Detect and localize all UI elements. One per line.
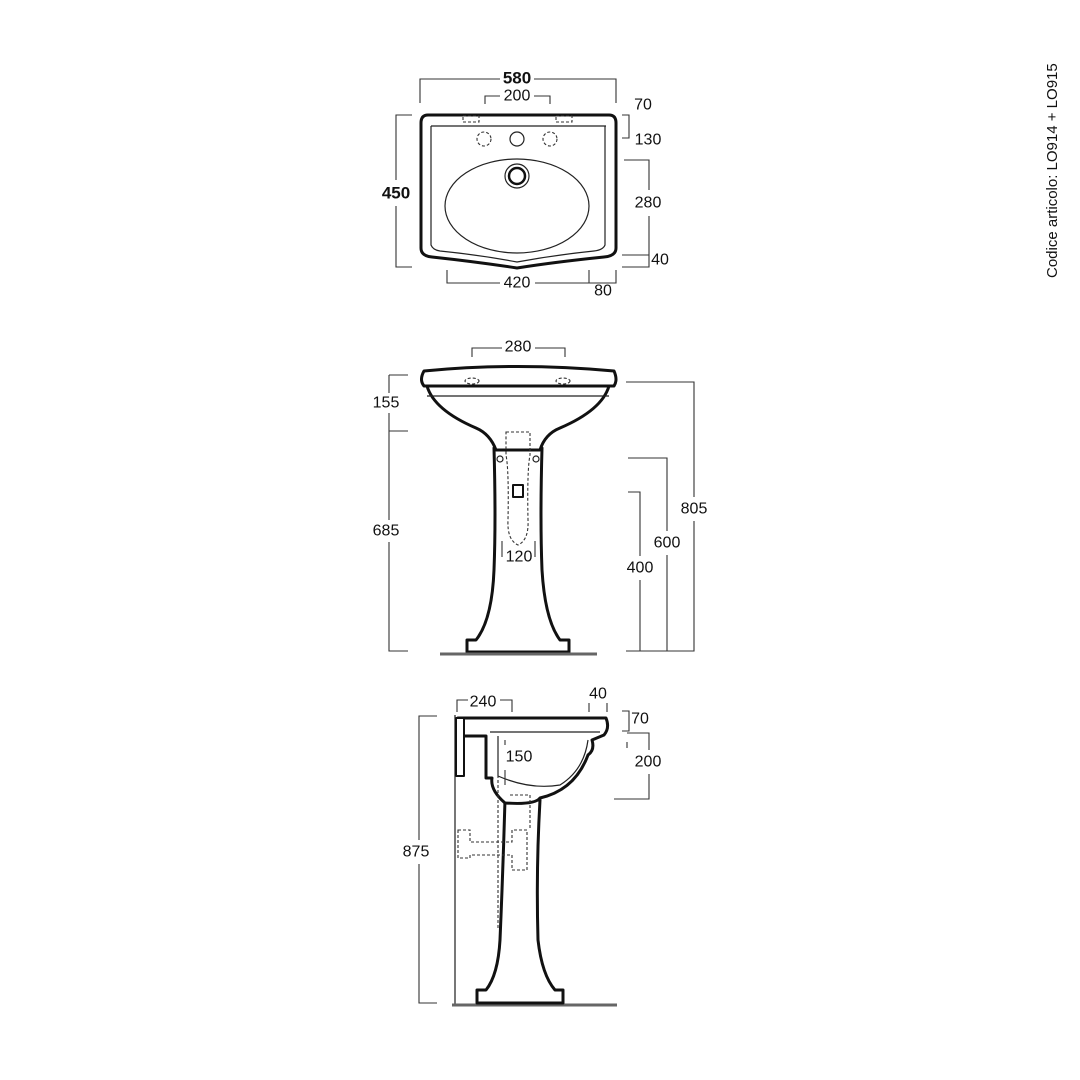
article-code: Codice articolo: LO914 + LO915: [1044, 63, 1061, 278]
dim-130: 130: [635, 132, 662, 149]
dim-240: 240: [470, 694, 497, 711]
dim-80: 80: [594, 283, 612, 300]
dim-280: 280: [505, 339, 532, 356]
dim-150: 150: [506, 749, 533, 766]
dim-40: 40: [589, 686, 607, 703]
side-basin: [456, 716, 610, 805]
dim-805: 805: [681, 501, 708, 518]
dim-120: 120: [506, 549, 533, 566]
dim-280: 280: [635, 195, 662, 212]
dim-tap-spacing: 200: [504, 88, 531, 105]
front-view: 280 155 685 805 600 400 120: [373, 339, 708, 656]
dim-70: 70: [631, 711, 649, 728]
dim-70: 70: [634, 97, 652, 114]
top-view: 580 200 70 130 450 280 40 420 80: [382, 69, 669, 300]
bowl: [444, 158, 590, 254]
dim-depth: 450: [382, 184, 410, 203]
dim-400: 400: [627, 560, 654, 577]
dim-600: 600: [654, 535, 681, 552]
dim-200: 200: [635, 754, 662, 771]
side-pedestal: [475, 798, 565, 1005]
basin-bowl: [425, 384, 611, 452]
basin-rim: [420, 365, 618, 388]
dim-155: 155: [373, 395, 400, 412]
dim-685: 685: [373, 523, 400, 540]
tap-hole: [509, 131, 525, 147]
side-view: 240 40 70 150 200 875: [403, 686, 662, 1007]
basin-top-outline: [419, 113, 618, 270]
dim-bottom-width: 420: [504, 275, 531, 292]
dim-40: 40: [651, 252, 669, 269]
dim-875: 875: [403, 844, 430, 861]
dim-width: 580: [503, 69, 531, 88]
pedestal: [465, 446, 571, 654]
